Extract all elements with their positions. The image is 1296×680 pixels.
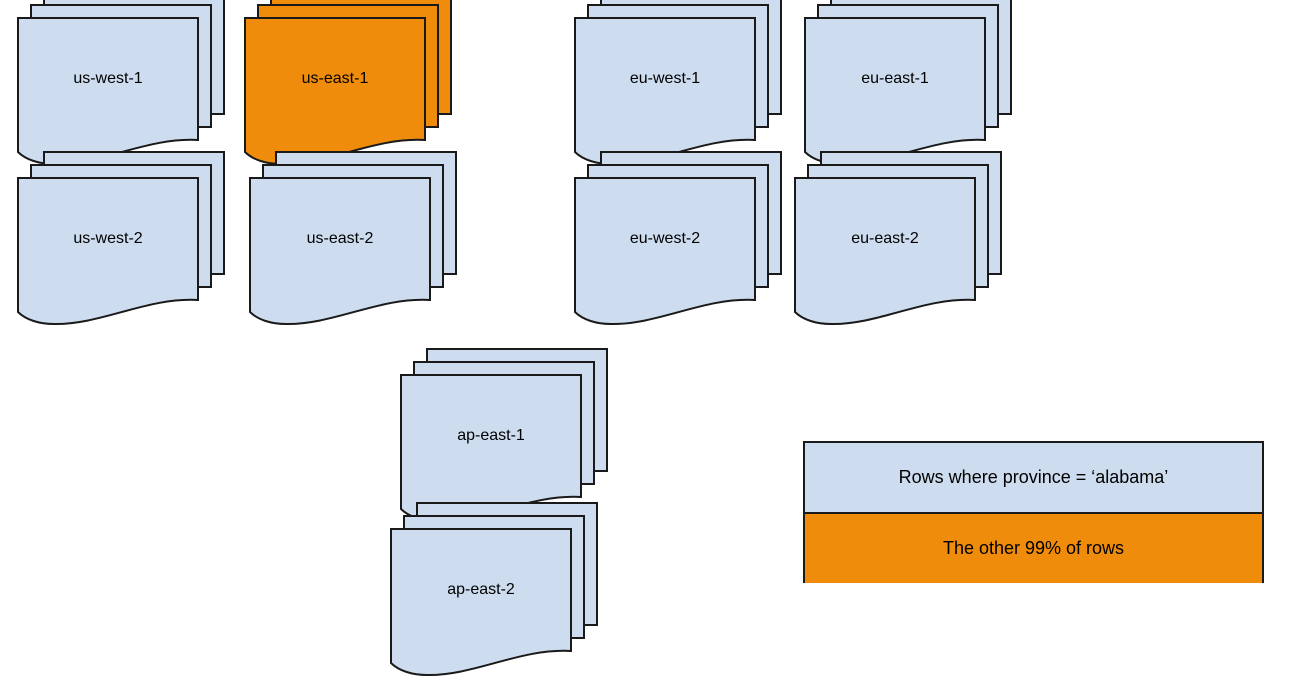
legend: Rows where province = ‘alabama’ The other… [803,441,1264,583]
legend-item-label: The other 99% of rows [942,538,1125,558]
stack-sheet-front [794,177,976,326]
legend-item-label: Rows where province = ‘alabama’ [898,467,1169,487]
stack-sheet-front [390,528,572,677]
stack-sheet-front [574,17,756,166]
stack-sheet-front [574,177,756,326]
stack-sheet-front [17,177,199,326]
document-stack-eu-west-1[interactable] [573,0,785,168]
legend-item-other-rows: The other 99% of rows [805,514,1262,583]
stack-sheet-front [17,17,199,166]
document-stack-ap-east-1[interactable] [399,347,611,525]
document-stack-us-east-1[interactable] [243,0,455,168]
document-stack-eu-east-1[interactable] [803,0,1015,168]
document-stack-us-west-2[interactable] [16,150,228,328]
document-stack-ap-east-2[interactable] [389,501,601,679]
stack-sheet-front [249,177,431,326]
stack-sheet-front [244,17,426,166]
document-stack-eu-east-2[interactable] [793,150,1005,328]
document-stack-eu-west-2[interactable] [573,150,785,328]
document-stack-us-west-1[interactable] [16,0,228,168]
legend-item-alabama-rows: Rows where province = ‘alabama’ [805,443,1262,514]
stack-sheet-front [804,17,986,166]
document-stack-us-east-2[interactable] [248,150,460,328]
stack-sheet-front [400,374,582,523]
